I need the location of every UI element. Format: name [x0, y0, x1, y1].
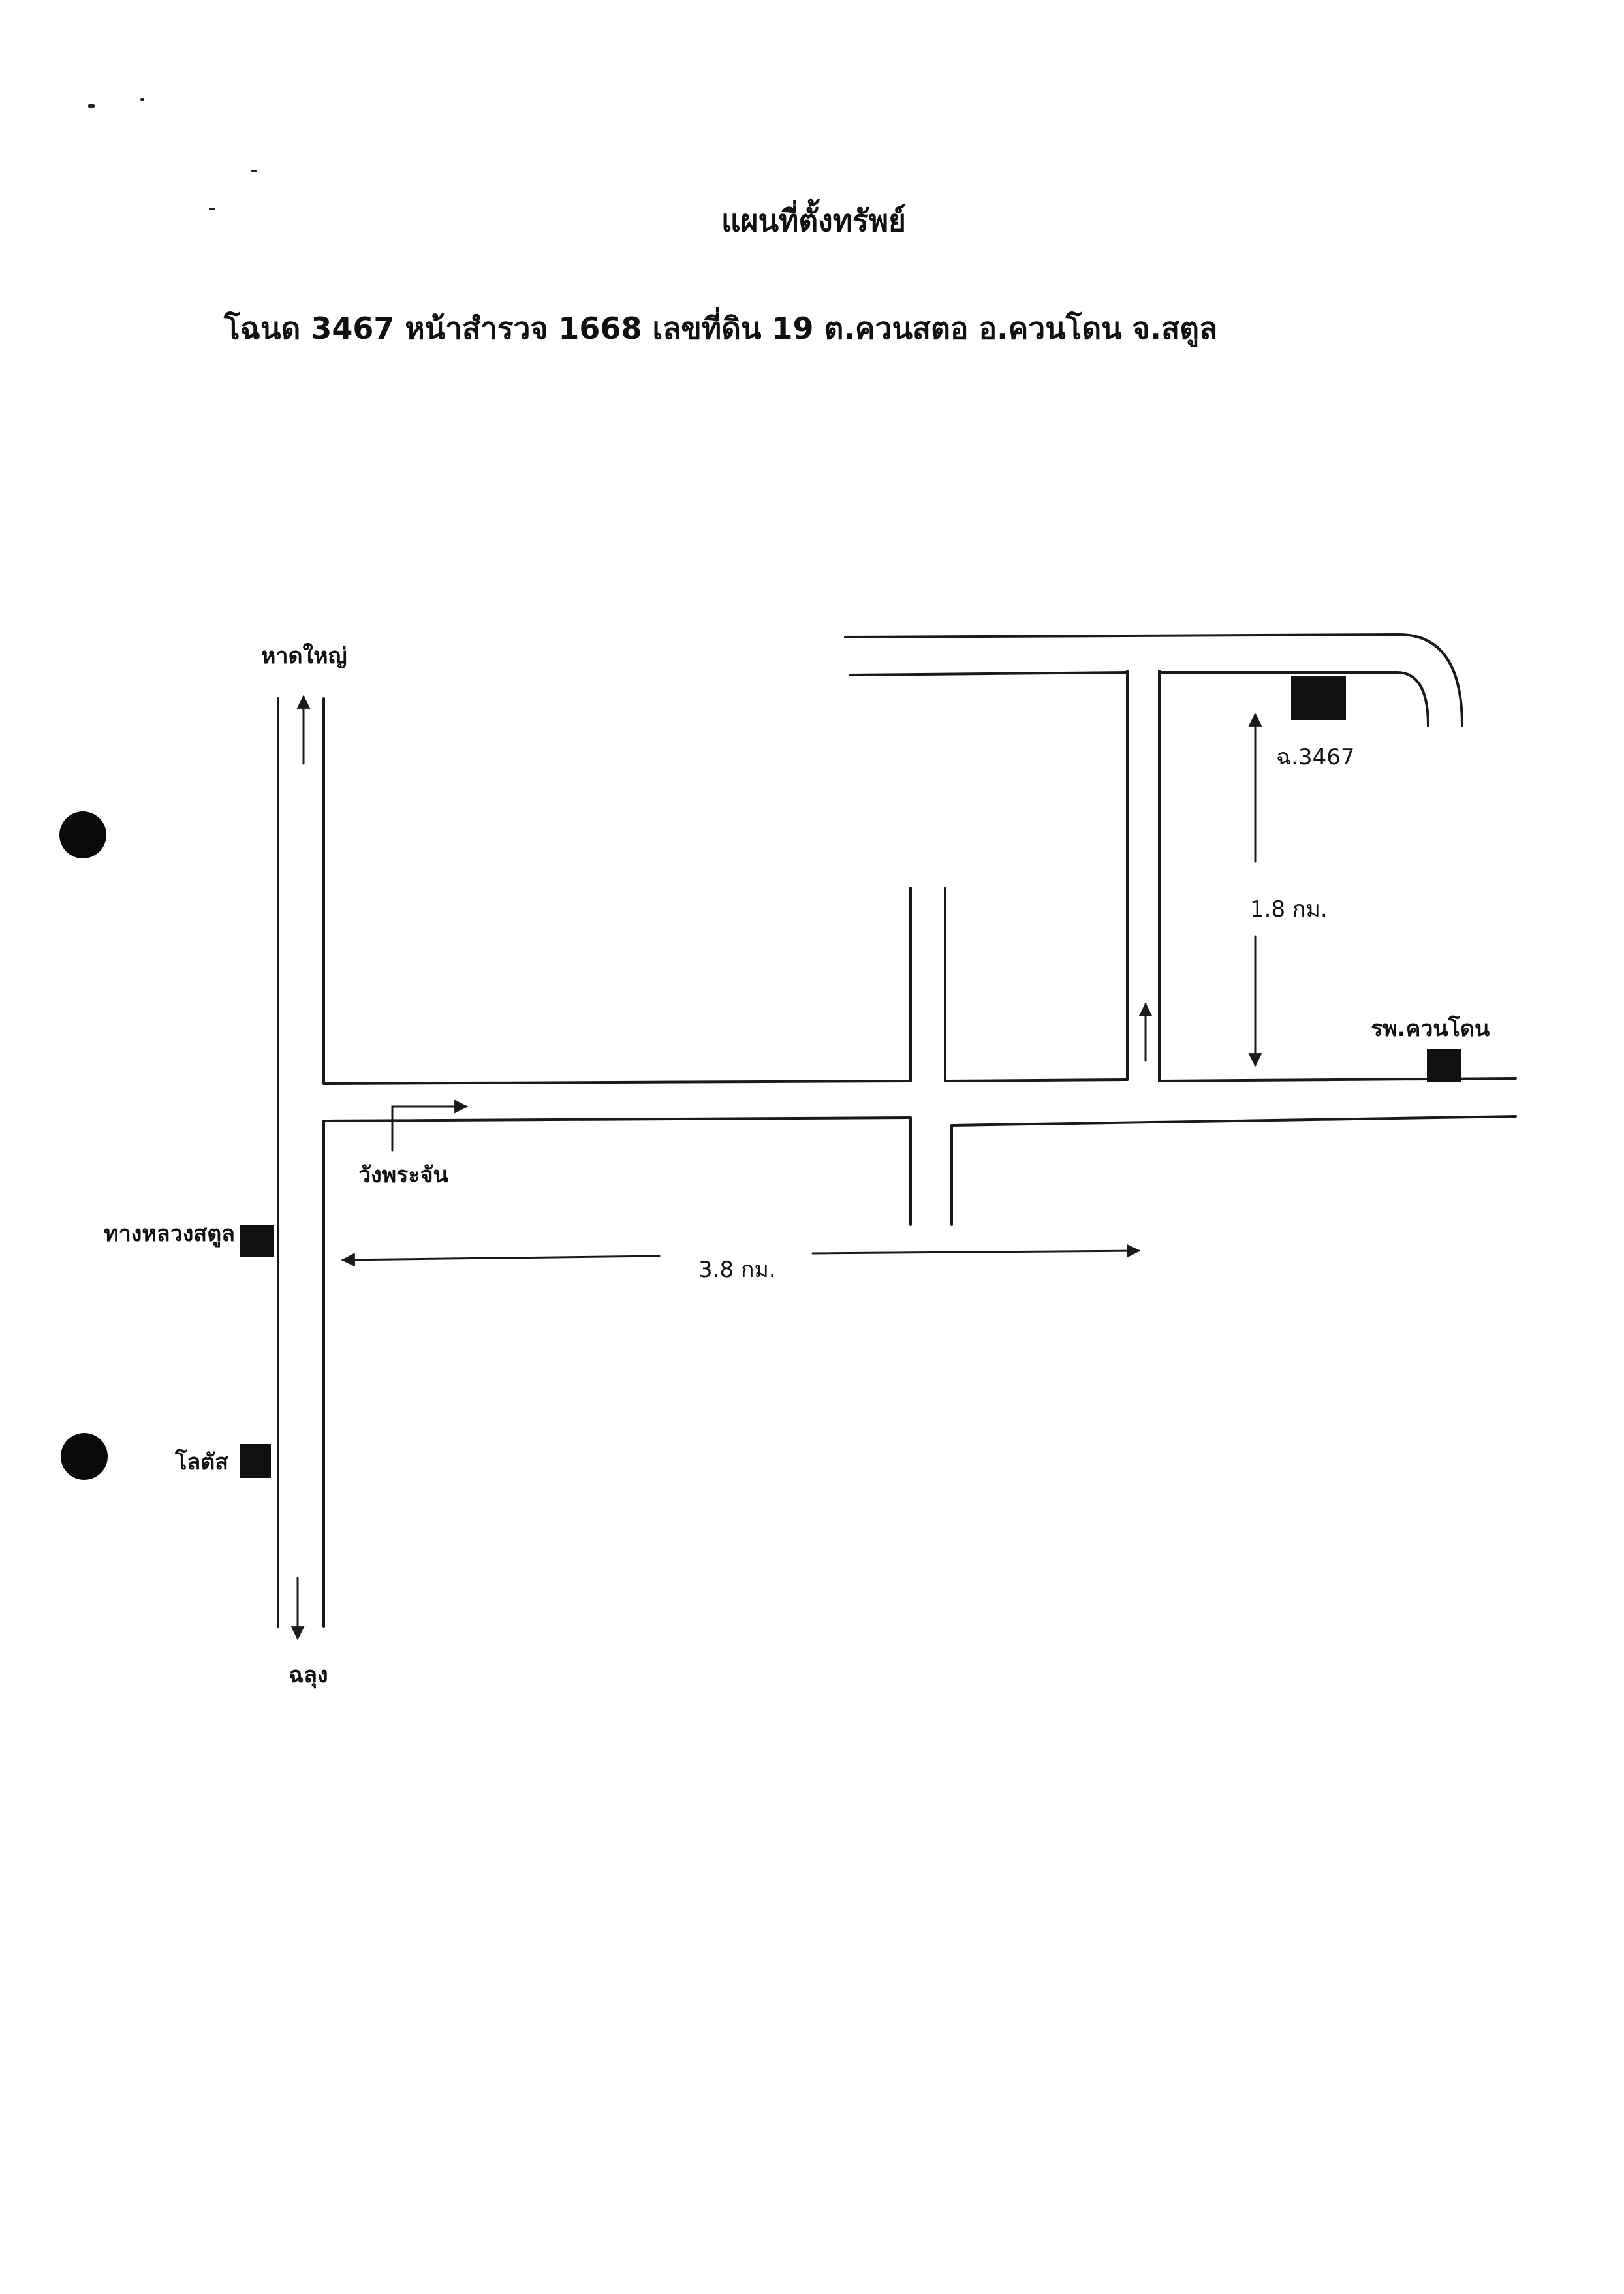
- label-distance-1-8km: 1.8 กม.: [1250, 896, 1328, 922]
- top-road-edge-north: [844, 633, 1463, 727]
- scan-speck: [140, 98, 144, 101]
- scan-speck: [251, 170, 257, 172]
- parcel-marker: [1291, 676, 1346, 720]
- label-wangprachan: วังพระจัน: [358, 1162, 448, 1188]
- label-lotus: โลตัส: [175, 1449, 228, 1475]
- punch-hole-top: [59, 811, 106, 858]
- label-hatyai: หาดใหญ่: [261, 643, 347, 669]
- distance-arrow-horizontal: [811, 1244, 1141, 1258]
- top-road-edge-south: [849, 671, 1129, 676]
- label-parcel-3467: ฉ.3467: [1276, 744, 1355, 770]
- arrow-wangprachan: [391, 1099, 469, 1152]
- highway-office-marker: [240, 1225, 274, 1257]
- main-road-edge-north: [322, 1080, 912, 1085]
- page-title: แผนที่ตั้งทรัพย์: [721, 203, 907, 238]
- label-distance-3-8km: 3.8 กม.: [698, 1257, 776, 1283]
- label-chalung: ฉลุง: [289, 1662, 328, 1688]
- deed-details: โฉนด 3467 หน้าสำรวจ 1668 เลขที่ดิน 19 ต.…: [224, 311, 1218, 346]
- distance-arrow-horizontal: [341, 1253, 661, 1267]
- main-road-edge-south: [950, 1115, 1517, 1127]
- label-khuandon-hospital: รพ.ควนโดน: [1371, 1016, 1490, 1042]
- main-road-edge-north: [1158, 1077, 1517, 1082]
- main-road-edge-north: [944, 1078, 1129, 1082]
- hospital-marker: [1427, 1049, 1461, 1082]
- lotus-marker: [240, 1444, 271, 1478]
- top-road-edge-south: [1158, 671, 1429, 727]
- scan-speck: [209, 208, 215, 210]
- label-satun-highway: ทางหลวงสตูล: [104, 1221, 235, 1247]
- punch-hole-bottom: [61, 1433, 108, 1480]
- scan-speck: [88, 104, 95, 108]
- main-road-edge-south: [322, 1116, 912, 1122]
